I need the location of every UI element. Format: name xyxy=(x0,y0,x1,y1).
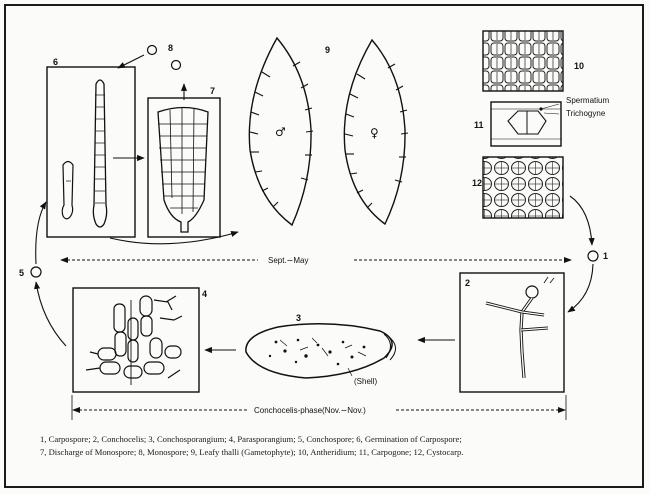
sept-may-label: Sept.∼May xyxy=(268,256,309,265)
conchospore xyxy=(30,266,42,278)
monospores xyxy=(146,44,182,71)
panel-carpogone xyxy=(490,101,562,147)
label-3: 3 xyxy=(296,313,301,323)
label-5: 5 xyxy=(19,268,24,278)
panel-antheridium xyxy=(482,30,564,92)
label-10: 10 xyxy=(574,61,584,71)
figure-legend: 1, Carpospore; 2, Conchocelis; 3, Concho… xyxy=(40,433,620,459)
shell-label: (Shell) xyxy=(354,377,377,386)
trichogyne-label: Trichogyne xyxy=(566,109,606,118)
carpospore xyxy=(587,250,599,262)
arrow-to-leafy-thalli xyxy=(109,230,239,245)
arrow-8-to-6 xyxy=(117,54,145,69)
panel-conchocelis xyxy=(459,272,565,393)
label-1: 1 xyxy=(603,251,608,261)
female-symbol: ♀ xyxy=(370,126,379,140)
label-9: 9 xyxy=(325,45,330,55)
panel-cystocarp xyxy=(482,156,564,219)
label-8: 8 xyxy=(168,43,173,53)
label-11: 11 xyxy=(474,120,484,130)
shell-conchosporangium xyxy=(245,323,396,379)
figure-border xyxy=(4,4,644,488)
legend-line-2: 7, Discharge of Monospore; 8, Monospore;… xyxy=(40,447,464,457)
panel-germination-carpospore xyxy=(46,66,136,238)
panel-parasporangium xyxy=(72,287,200,393)
span-conchocelis-phase xyxy=(71,395,567,420)
label-4: 4 xyxy=(202,289,207,299)
panel-discharge-monospore xyxy=(147,83,221,238)
arrow-12-to-1 xyxy=(569,195,595,246)
legend-line-1: 1, Carpospore; 2, Conchocelis; 3, Concho… xyxy=(40,434,462,444)
leafy-thallus-male xyxy=(248,36,314,227)
span-sept-may xyxy=(60,257,572,263)
arrow-1-to-2 xyxy=(567,263,594,313)
spermatium-label: Spermatium xyxy=(566,96,609,105)
label-7: 7 xyxy=(210,86,215,96)
male-symbol: ♂ xyxy=(275,125,286,139)
arrow-5-to-6 xyxy=(35,201,47,265)
label-12: 12 xyxy=(472,178,482,188)
arrow-4-to-5 xyxy=(34,281,67,347)
leafy-thallus-female xyxy=(343,38,409,226)
conchocelis-phase-label: Conchocelis-phase(Nov.∼Nov.) xyxy=(254,406,366,415)
label-6: 6 xyxy=(53,57,58,67)
label-2: 2 xyxy=(465,278,470,288)
